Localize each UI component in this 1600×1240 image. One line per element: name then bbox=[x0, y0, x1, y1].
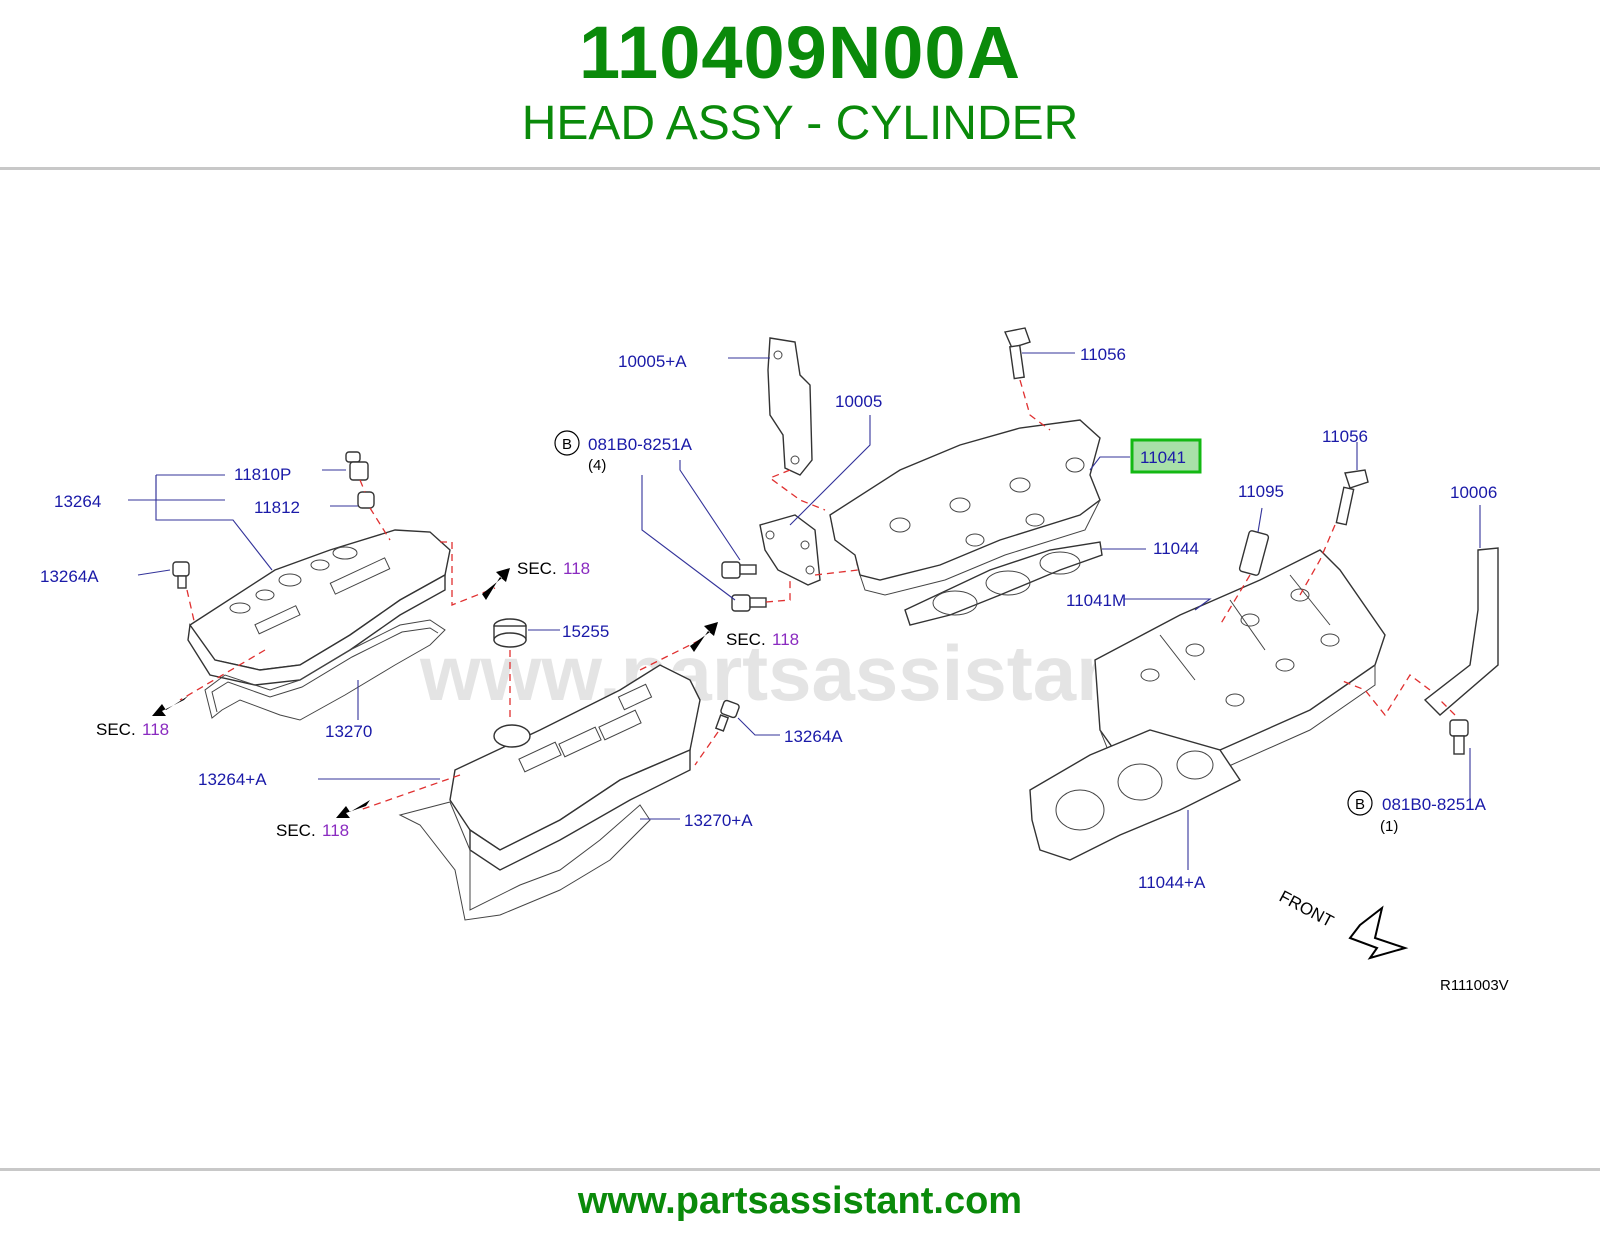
sec-ref-1-prefix: SEC. bbox=[517, 559, 557, 578]
bolt-081B0-b[interactable] bbox=[731, 594, 767, 612]
sec-arrow-2 bbox=[152, 696, 188, 716]
label-081B0-left[interactable]: 081B0-8251A bbox=[588, 435, 693, 454]
label-081B0-right[interactable]: 081B0-8251A bbox=[1382, 795, 1487, 814]
head-gasket-11044plusA[interactable] bbox=[1029, 729, 1242, 861]
label-10006[interactable]: 10006 bbox=[1450, 483, 1497, 502]
label-11095[interactable]: 11095 bbox=[1238, 482, 1284, 501]
sec-ref-1-number[interactable]: 118 bbox=[563, 559, 590, 578]
footer-divider bbox=[0, 1168, 1600, 1171]
sec-ref-3-number[interactable]: 118 bbox=[772, 630, 799, 649]
label-11810P[interactable]: 11810P bbox=[234, 465, 291, 484]
label-13264A-left[interactable]: 13264A bbox=[40, 567, 99, 586]
bolt-081B0-c[interactable] bbox=[1449, 719, 1469, 755]
part-name-subtitle: HEAD ASSY - CYLINDER bbox=[521, 97, 1079, 150]
pcv-valve-11810P[interactable] bbox=[345, 451, 369, 481]
head-gasket-11044[interactable] bbox=[904, 541, 1103, 626]
label-13264[interactable]: 13264 bbox=[54, 492, 101, 511]
bracket-10005plusA[interactable] bbox=[767, 337, 813, 476]
drawing-code: R111003V bbox=[1440, 977, 1509, 994]
sec-ref-4[interactable]: SEC. 118 bbox=[276, 821, 349, 840]
bolt-callout-left[interactable]: B 081B0-8251A (4) bbox=[554, 430, 693, 474]
sec-arrow-4 bbox=[336, 800, 370, 818]
sec-ref-4-prefix: SEC. bbox=[276, 821, 316, 840]
qty-081B0-left: (4) bbox=[588, 457, 606, 474]
bolt-code-left: B bbox=[562, 436, 572, 453]
sec-ref-3-prefix: SEC. bbox=[726, 630, 766, 649]
bracket-10005[interactable] bbox=[759, 514, 821, 586]
front-arrow: FRONT bbox=[1276, 887, 1409, 960]
sec-ref-3[interactable]: SEC. 118 bbox=[726, 630, 799, 649]
bolt-13264A-right[interactable] bbox=[714, 699, 740, 732]
label-11056-upper[interactable]: 11056 bbox=[1080, 345, 1126, 364]
bolt-081B0-a[interactable] bbox=[721, 561, 757, 579]
label-11041-highlight[interactable]: 11041 bbox=[1130, 438, 1202, 474]
label-15255[interactable]: 15255 bbox=[562, 622, 609, 641]
grommet-11812[interactable] bbox=[357, 491, 375, 509]
sec-arrow-3 bbox=[690, 622, 718, 652]
bracket-10006[interactable] bbox=[1423, 547, 1499, 716]
bolt-code-circle-left bbox=[554, 430, 580, 456]
label-13270[interactable]: 13270 bbox=[325, 722, 372, 741]
label-11044plusA[interactable]: 11044+A bbox=[1138, 873, 1206, 892]
dowel-11095[interactable] bbox=[1238, 530, 1270, 576]
label-13270plusA[interactable]: 13270+A bbox=[684, 811, 753, 830]
gasket-13270plusA[interactable] bbox=[398, 801, 651, 921]
qty-081B0-right: (1) bbox=[1380, 818, 1398, 835]
highlight-box bbox=[1130, 438, 1202, 474]
sec-ref-2-number[interactable]: 118 bbox=[142, 720, 169, 739]
bolt-13264A-left[interactable] bbox=[172, 561, 190, 589]
front-label: FRONT bbox=[1276, 887, 1337, 931]
footer-url[interactable]: www.partsassistant.com bbox=[577, 1180, 1023, 1222]
label-11056-right[interactable]: 11056 bbox=[1322, 427, 1368, 446]
label-11812[interactable]: 11812 bbox=[254, 498, 300, 517]
label-10005[interactable]: 10005 bbox=[835, 392, 882, 411]
label-11041[interactable]: 11041 bbox=[1140, 448, 1186, 467]
gasket-13270[interactable] bbox=[204, 619, 446, 721]
parts-diagram: www.partsassistant.com bbox=[0, 170, 1600, 1165]
exploded-view-drawing: www.partsassistant.com bbox=[40, 327, 1509, 994]
sec-ref-1[interactable]: SEC. 118 bbox=[517, 559, 590, 578]
page-header: 110409N00A HEAD ASSY - CYLINDER bbox=[0, 0, 1600, 168]
sec-arrow-1 bbox=[482, 568, 510, 600]
sec-ref-4-number[interactable]: 118 bbox=[322, 821, 349, 840]
sec-ref-2-prefix: SEC. bbox=[96, 720, 136, 739]
part-number-title: 110409N00A bbox=[578, 11, 1022, 94]
rocker-cover-left[interactable] bbox=[187, 529, 451, 686]
cylinder-head-11041M[interactable] bbox=[1094, 549, 1386, 796]
bolt-callout-right[interactable]: B 081B0-8251A (1) bbox=[1347, 790, 1487, 835]
header-divider bbox=[0, 167, 1600, 170]
label-13264plusA[interactable]: 13264+A bbox=[198, 770, 267, 789]
sec-ref-2[interactable]: SEC. 118 bbox=[96, 720, 169, 739]
label-13264A-right[interactable]: 13264A bbox=[784, 727, 843, 746]
rocker-cover-right[interactable] bbox=[449, 664, 701, 871]
label-10005plusA[interactable]: 10005+A bbox=[618, 352, 687, 371]
bolt-code-circle-right bbox=[1347, 790, 1373, 816]
head-bolt-11056-right[interactable] bbox=[1335, 469, 1369, 526]
oil-cap-15255[interactable] bbox=[493, 618, 527, 648]
bolt-code-right: B bbox=[1355, 796, 1365, 813]
cylinder-head-11041[interactable] bbox=[829, 419, 1101, 596]
label-11044[interactable]: 11044 bbox=[1153, 539, 1199, 558]
label-11041M[interactable]: 11041M bbox=[1066, 591, 1126, 610]
head-bolt-11056-upper[interactable] bbox=[1004, 327, 1031, 380]
